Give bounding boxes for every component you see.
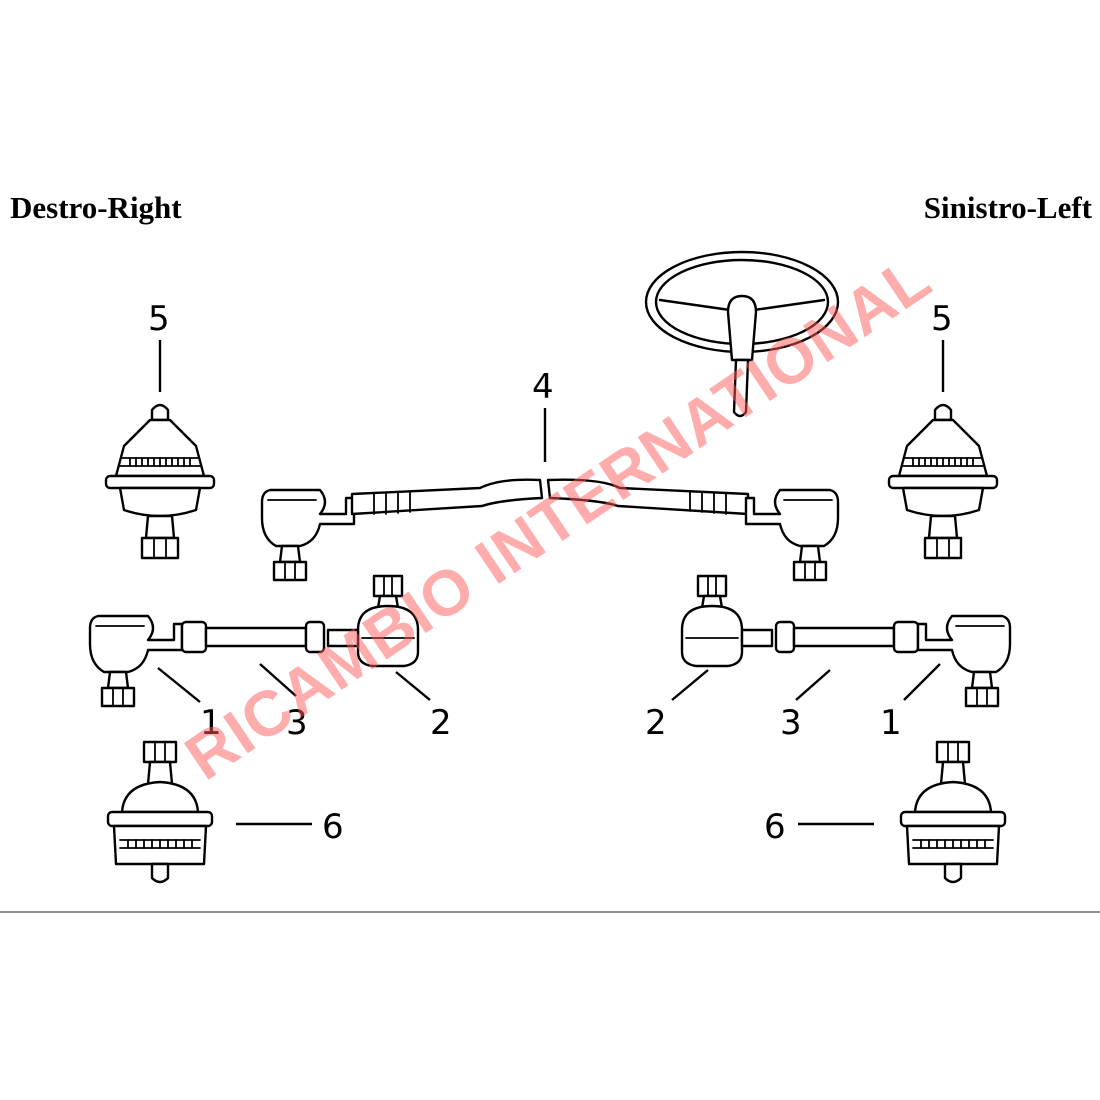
steering-wheel-icon [644,250,840,418]
part-number-6-left: 6 [764,807,786,847]
part-number-4: 4 [532,367,554,407]
part-number-3-right: 3 [286,703,308,743]
part-number-3-left: 3 [780,703,802,743]
part-number-2-left: 2 [645,703,667,743]
tie-rod-icon [88,574,420,708]
ball-joint-icon [104,403,216,560]
part-number-6-right: 6 [322,807,344,847]
part-number-1-right: 1 [200,703,222,743]
leader-lines [157,340,945,826]
part-number-1-left: 1 [880,703,902,743]
left-side-label: Sinistro-Left [923,190,1092,225]
part-number-5-left: 5 [931,299,953,339]
part-number-2-right: 2 [430,703,452,743]
part-number-5-right: 5 [148,299,170,339]
right-side-label: Destro-Right [10,190,182,225]
tie-rod-assembly-4 [260,478,840,582]
